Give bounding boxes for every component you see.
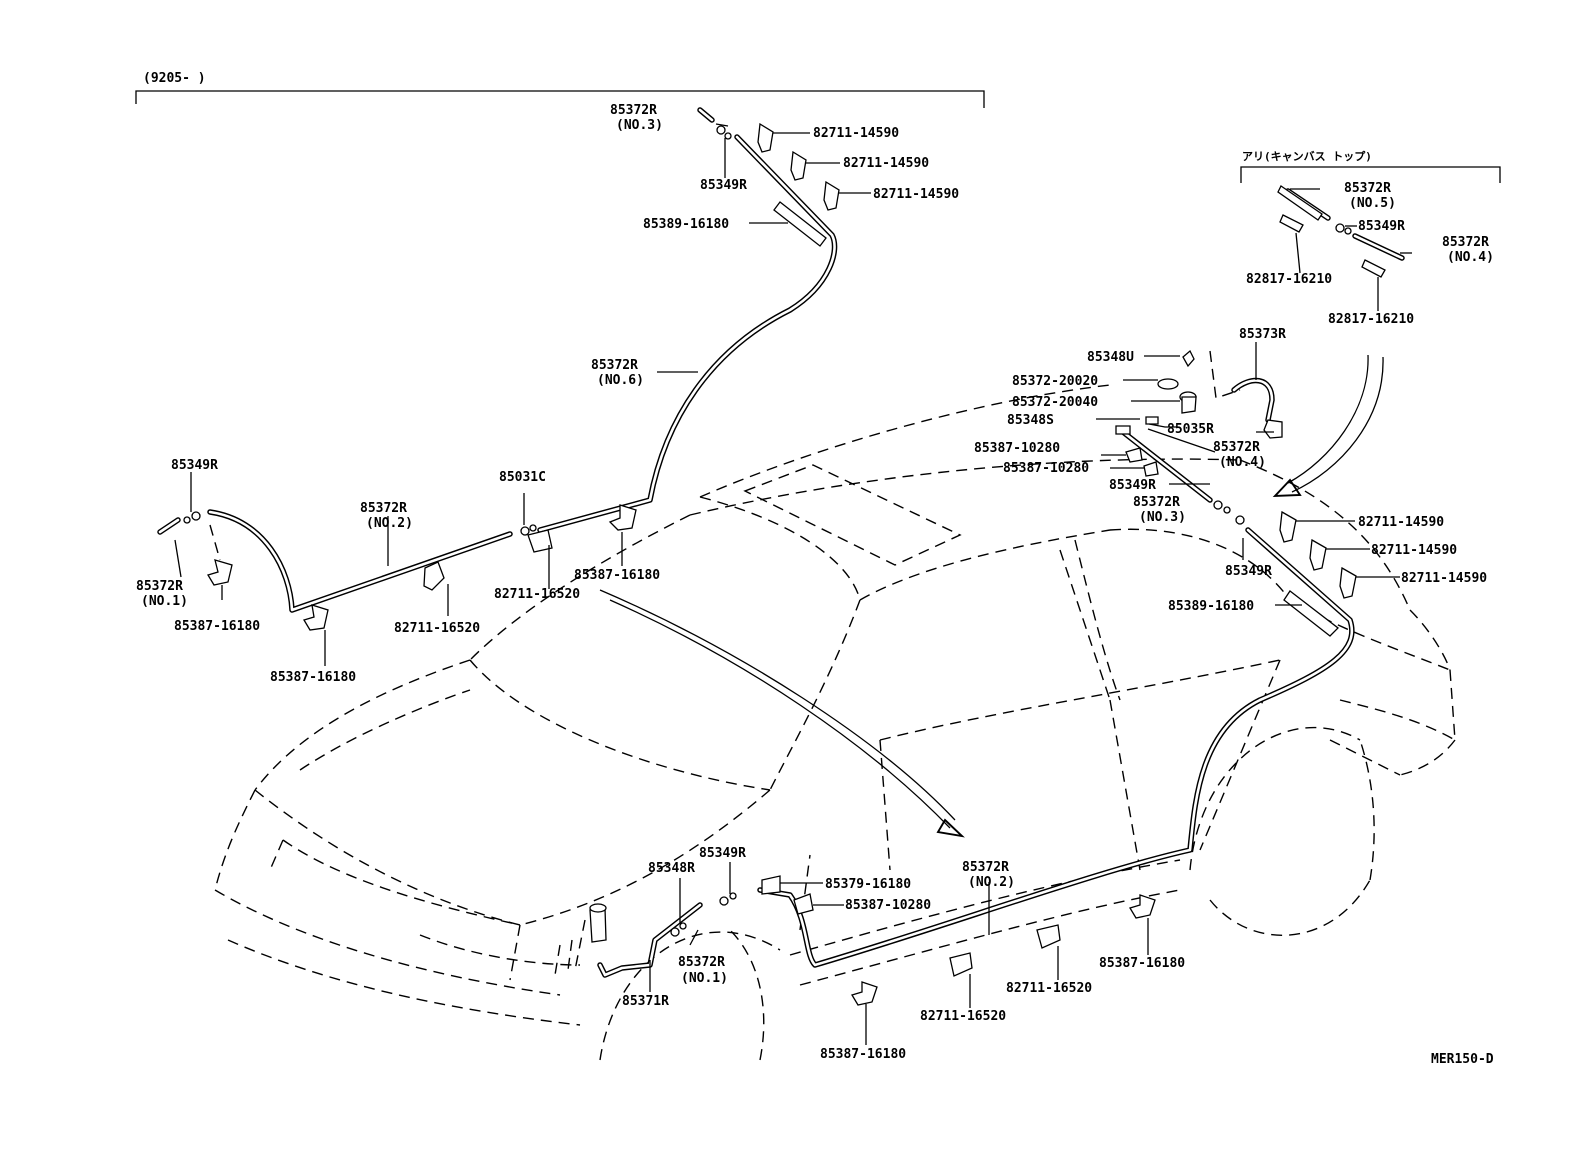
part-label: 82711-14590 (1358, 515, 1444, 530)
part-label: 85372R (678, 955, 725, 970)
part-label: 82711-14590 (1401, 571, 1487, 586)
part-label: (NO.4) (1219, 455, 1266, 470)
part-label: 85349R (700, 178, 747, 193)
range-label: (9205- ) (143, 71, 206, 86)
part-label: 85387-16180 (174, 619, 260, 634)
part-label: 85372R (591, 358, 638, 373)
part-label: 85349R (1358, 219, 1405, 234)
part-label: 82711-14590 (843, 156, 929, 171)
part-label: 85349R (1225, 564, 1272, 579)
part-labels: 85372R (NO.3) 82711-14590 82711-14590 85… (136, 103, 1494, 1062)
part-label: 85349R (171, 458, 218, 473)
part-label: 85348U (1087, 350, 1134, 365)
washer-hoses (157, 107, 1405, 978)
part-label: (NO.3) (616, 118, 663, 133)
part-label: 82711-16520 (920, 1009, 1006, 1024)
header: (9205- ) アリ(キャンバス トップ) MER150-D (135, 71, 1501, 1067)
part-label: 85387-10280 (845, 898, 931, 913)
part-label: 82711-16520 (1006, 981, 1092, 996)
part-label: 85387-16180 (820, 1047, 906, 1062)
part-label: 82711-16520 (494, 587, 580, 602)
part-label: 85387-16180 (1099, 956, 1185, 971)
diagram-code: MER150-D (1431, 1052, 1494, 1067)
part-label: 85387-10280 (974, 441, 1060, 456)
part-label: 85379-16180 (825, 877, 911, 892)
part-label: 82711-14590 (1371, 543, 1457, 558)
part-label: (NO.1) (141, 594, 188, 609)
part-label: (NO.4) (1447, 250, 1494, 265)
car-body-outline (214, 354, 1456, 1061)
part-label: (NO.6) (597, 373, 644, 388)
part-label: 85372R (962, 860, 1009, 875)
part-label: 85389-16180 (643, 217, 729, 232)
part-label: 85387-16180 (270, 670, 356, 685)
part-label: 82711-14590 (813, 126, 899, 141)
part-label: 82711-16520 (394, 621, 480, 636)
part-label: 85372-20040 (1012, 395, 1098, 410)
part-label: 85372R (610, 103, 657, 118)
part-label: 85035R (1167, 422, 1214, 437)
range-bracket (135, 90, 985, 108)
option-bracket (1240, 166, 1501, 183)
part-label: (NO.5) (1349, 196, 1396, 211)
part-label: 85387-16180 (574, 568, 660, 583)
part-label: 85373R (1239, 327, 1286, 342)
part-label: 85372R (1133, 495, 1180, 510)
part-label: 85372R (136, 579, 183, 594)
part-label: 82817-16210 (1246, 272, 1332, 287)
part-label: (NO.3) (1139, 510, 1186, 525)
part-label: 85372-20020 (1012, 374, 1098, 389)
part-label: 85387-10280 (1003, 461, 1089, 476)
part-label: 85349R (1109, 478, 1156, 493)
part-label: 85348S (1007, 413, 1054, 428)
part-label: (NO.2) (366, 516, 413, 531)
part-label: 85031C (499, 470, 546, 485)
part-label: 85372R (1442, 235, 1489, 250)
part-label: 85349R (699, 846, 746, 861)
part-label: 85371R (622, 994, 669, 1009)
part-label: 85372R (1213, 440, 1260, 455)
part-label: (NO.1) (681, 971, 728, 986)
option-label: アリ(キャンバス トップ) (1242, 149, 1372, 163)
part-label: (NO.2) (968, 875, 1015, 890)
component-shapes (183, 122, 1386, 1006)
part-label: 85372R (360, 501, 407, 516)
leader-lines (174, 123, 1412, 1045)
part-label: 82817-16210 (1328, 312, 1414, 327)
part-label: 82711-14590 (873, 187, 959, 202)
part-label: 85389-16180 (1168, 599, 1254, 614)
part-label: 85348R (648, 861, 695, 876)
part-label: 85372R (1344, 181, 1391, 196)
